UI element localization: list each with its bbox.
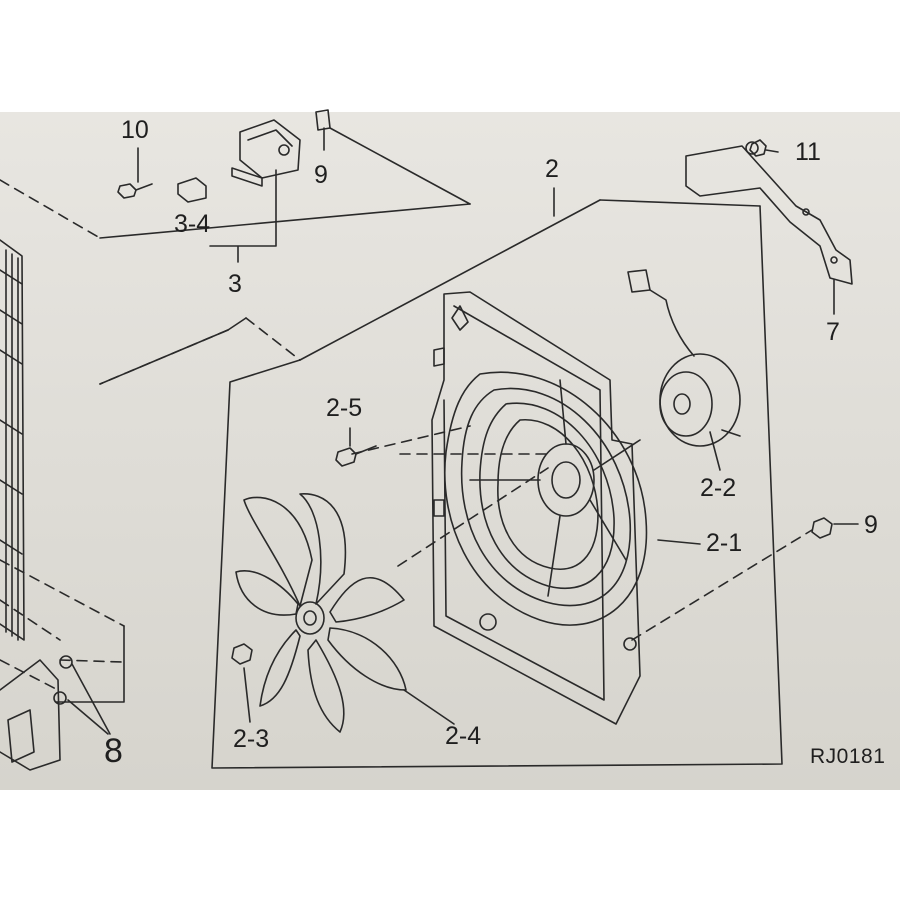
grouping-lines bbox=[55, 127, 783, 769]
fasteners bbox=[231, 139, 833, 665]
callout-3-4: 3-4 bbox=[174, 210, 211, 238]
callout-2-4: 2-4 bbox=[445, 722, 482, 750]
callout-3: 3 bbox=[228, 270, 242, 298]
fan-motor-drawing bbox=[627, 269, 741, 447]
upper-bracket-drawing bbox=[117, 109, 331, 263]
radiator-drawing bbox=[0, 239, 73, 771]
callout-9-top: 9 bbox=[314, 161, 328, 189]
fan-blade-drawing bbox=[235, 493, 407, 733]
callout-11: 11 bbox=[795, 138, 821, 166]
callout-2: 2 bbox=[545, 155, 559, 183]
fan-shroud-drawing bbox=[431, 291, 648, 725]
callout-8: 8 bbox=[104, 732, 123, 770]
side-bracket-drawing bbox=[685, 141, 853, 285]
callout-9-right: 9 bbox=[864, 511, 878, 539]
callout-2-3: 2-3 bbox=[233, 725, 270, 753]
paper-sheet bbox=[0, 112, 900, 790]
callout-2-1: 2-1 bbox=[706, 529, 743, 557]
callout-2-5: 2-5 bbox=[326, 394, 363, 422]
callout-2-2: 2-2 bbox=[700, 474, 737, 502]
callout-leaders bbox=[67, 127, 859, 735]
diagram-code: RJ0181 bbox=[810, 745, 886, 768]
callout-7: 7 bbox=[826, 318, 840, 346]
callout-10: 10 bbox=[121, 116, 149, 144]
